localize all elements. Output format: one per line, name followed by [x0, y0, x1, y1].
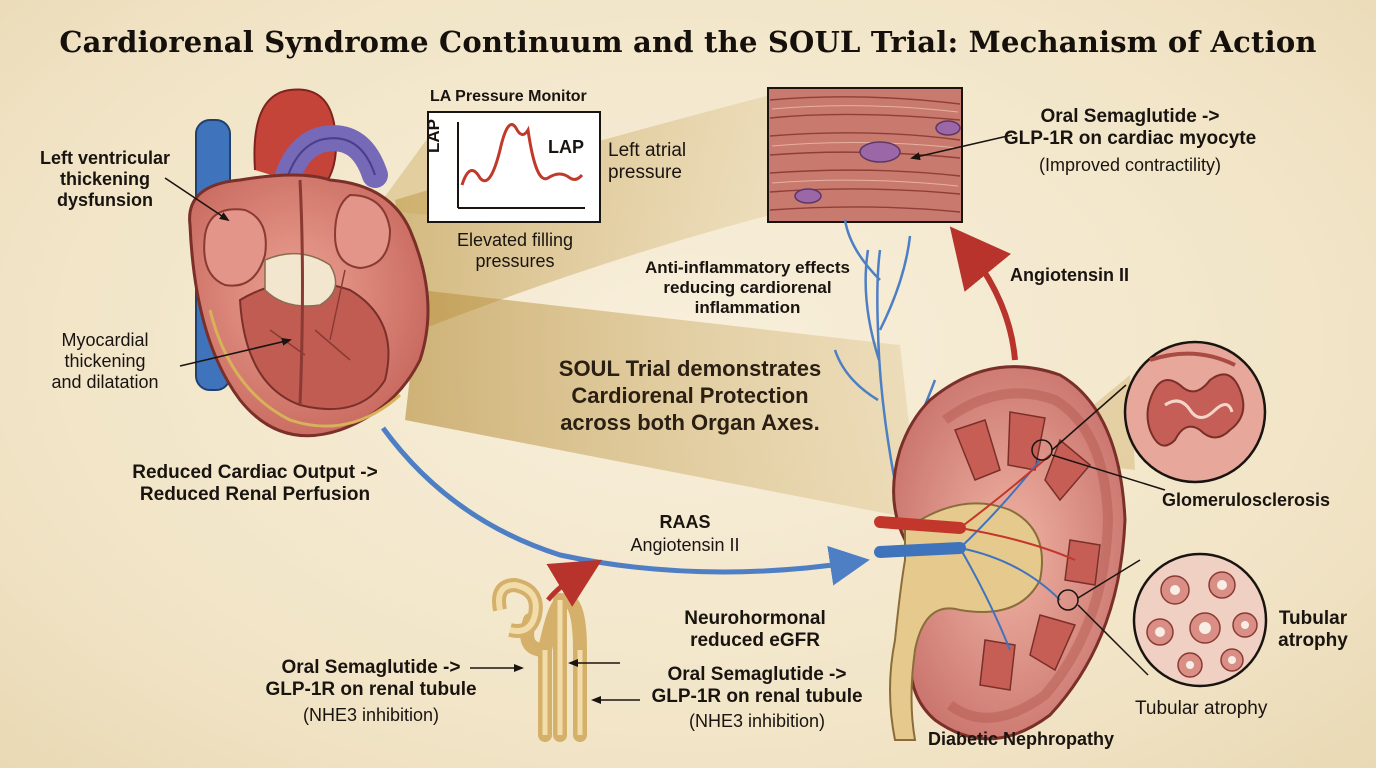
lv-label-line: Left ventricular	[39, 148, 171, 168]
side-label-line: Left atrial	[608, 140, 687, 161]
tubular-bold-line: Tubular	[1278, 608, 1348, 629]
left-atrial-pressure-label: Left atrial pressure	[608, 140, 686, 184]
tubular-atrophy-bold-label: Tubular atrophy	[1268, 608, 1358, 652]
myocyte-semaglutide-label: Oral Semaglutide -> GLP-1R on cardiac my…	[990, 106, 1270, 150]
caption-line: Elevated filling	[456, 230, 574, 250]
lv-label-line: dysfunsion	[56, 190, 153, 211]
myocyte-label-line: GLP-1R on cardiac myocyte	[1003, 128, 1257, 150]
side-label-line: pressure	[608, 162, 682, 184]
tubule-left-semaglutide-label: Oral Semaglutide -> GLP-1R on renal tubu…	[262, 657, 480, 701]
monitor-y-axis-label: LAP	[424, 119, 443, 153]
tubule-left-note: (NHE3 inhibition)	[302, 705, 440, 725]
monitor-beam	[375, 135, 430, 215]
lv-thickening-label: Left ventricular thickening dysfunsion	[25, 148, 185, 211]
raas-arrow	[380, 426, 870, 586]
tubule-right-line: GLP-1R on renal tubule	[651, 686, 863, 708]
raas-angiotensin-label: Angiotensin II	[630, 535, 740, 555]
la-pressure-monitor	[427, 111, 601, 223]
myocardial-label-line: thickening	[64, 351, 146, 372]
monitor-title: LA Pressure Monitor	[430, 88, 587, 105]
lv-label-line: thickening	[59, 169, 150, 190]
heart-illustration	[188, 88, 430, 438]
glomerulosclerosis-label: Glomerulosclerosis	[1162, 490, 1331, 510]
page-title: Cardiorenal Syndrome Continuum and the S…	[59, 25, 1317, 59]
cardiac-output-label: Reduced Cardiac Output -> Reduced Renal …	[100, 462, 410, 506]
tubule-red-arrow	[546, 559, 603, 607]
lap-curve	[460, 123, 584, 186]
tubule-left-line: GLP-1R on renal tubule	[265, 679, 477, 701]
myocardial-label-line: Myocardial	[61, 330, 149, 350]
raas-label: RAAS	[659, 512, 711, 532]
monitor-curve-label: LAP	[548, 137, 584, 157]
monitor-caption: Elevated filling pressures	[430, 230, 600, 272]
cardiac-output-line: Reduced Renal Perfusion	[139, 484, 371, 506]
myocyte-note: (Improved contractility)	[1038, 155, 1222, 175]
neuro-line: reduced eGFR	[690, 630, 820, 652]
myocyte-label-line: Oral Semaglutide ->	[1040, 106, 1220, 127]
tubule-right-line: Oral Semaglutide ->	[667, 664, 847, 685]
myocardial-label: Myocardial thickening and dilatation	[30, 330, 180, 393]
anti-inflammatory-line: reducing cardiorenal	[663, 277, 832, 297]
nephron-tubule	[492, 577, 587, 742]
soul-line: SOUL Trial demonstrates	[558, 356, 822, 381]
neuro-line: Neurohormonal	[684, 608, 826, 629]
tubule-inset	[1077, 552, 1268, 688]
myocardial-label-line: and dilatation	[51, 372, 159, 393]
anti-inflammatory-line: inflammation	[694, 297, 801, 317]
tubule-left-line: Oral Semaglutide ->	[281, 657, 461, 678]
cardiac-output-line: Reduced Cardiac Output ->	[132, 462, 378, 483]
pointer-lines	[164, 134, 1013, 704]
tubular-atrophy-label: Tubular atrophy	[1135, 698, 1268, 719]
soul-trial-statement: SOUL Trial demonstrates Cardiorenal Prot…	[520, 356, 860, 436]
angiotensin-arrow-up	[949, 226, 1018, 361]
neurohormonal-label: Neurohormonal reduced eGFR	[650, 608, 860, 652]
angiotensin-ii-label: Angiotensin II	[1010, 265, 1129, 285]
caption-line: pressures	[475, 251, 555, 272]
diabetic-nephropathy-label: Diabetic Nephropathy	[928, 729, 1115, 749]
soul-line: across both Organ Axes.	[560, 409, 820, 435]
kidney-illustration	[874, 365, 1127, 741]
anti-inflammatory-line: Anti-inflammatory effects	[645, 258, 850, 277]
tubule-right-note: (NHE3 inhibition)	[688, 711, 826, 731]
glomerulus-inset	[1051, 340, 1267, 491]
tubule-right-semaglutide-label: Oral Semaglutide -> GLP-1R on renal tubu…	[632, 664, 882, 708]
anti-inflammatory-label: Anti-inflammatory effects reducing cardi…	[630, 258, 865, 318]
myocyte-inset	[767, 87, 963, 223]
soul-line: Cardiorenal Protection	[571, 382, 809, 408]
tubular-bold-line: atrophy	[1278, 630, 1348, 652]
heart-to-kidney-beam	[405, 290, 920, 520]
